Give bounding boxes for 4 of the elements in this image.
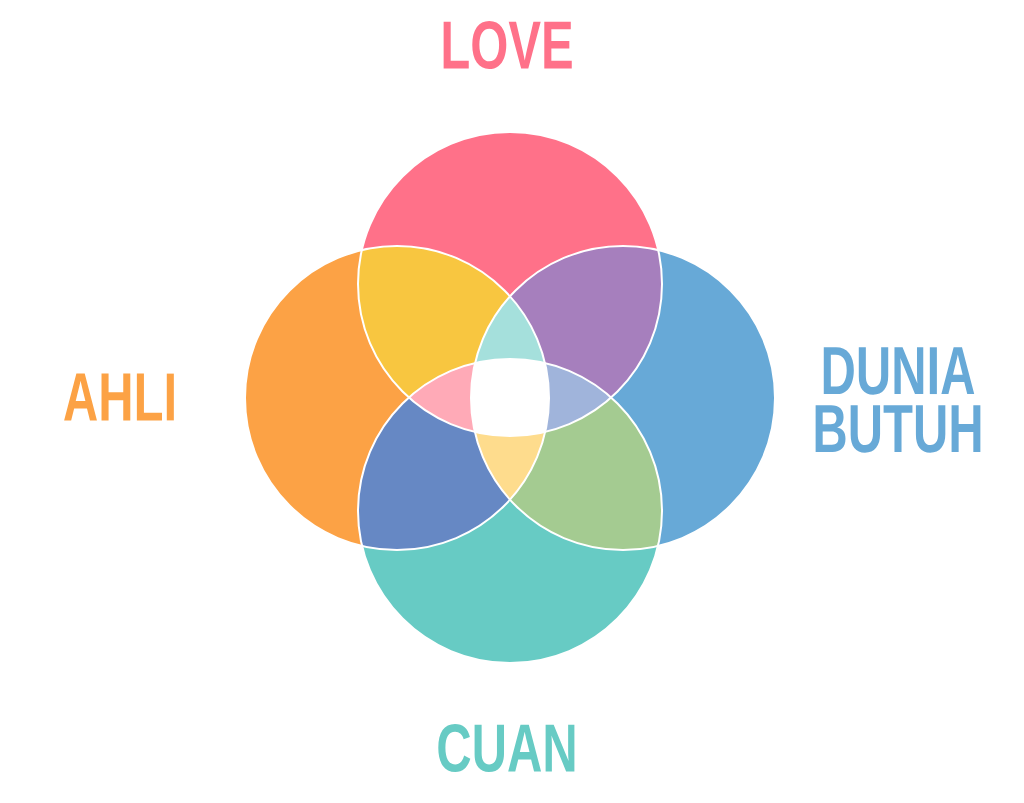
circle-heading: AHLI — [64, 373, 174, 421]
circle-heading: CUAN — [438, 723, 575, 773]
circle-heading: DUNIA BUTUH — [815, 347, 981, 453]
circle-heading: LOVE — [443, 20, 572, 70]
